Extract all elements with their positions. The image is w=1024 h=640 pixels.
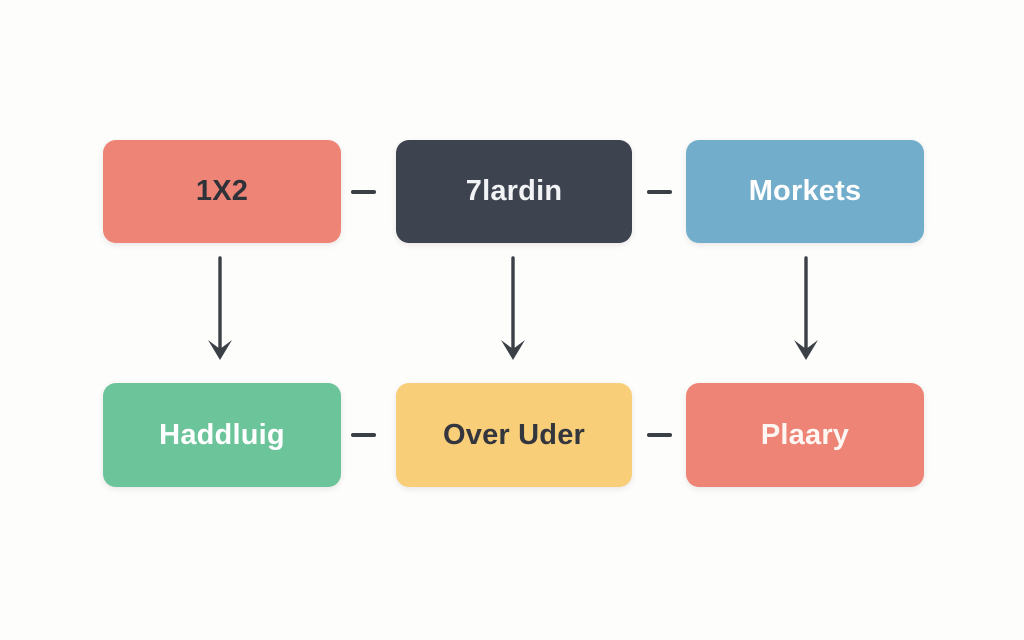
arrow-down-morkets-to-plaary: [786, 256, 826, 366]
node-label: 7lardin: [465, 175, 563, 207]
diagram-node-plaary[interactable]: Plaary: [686, 383, 924, 487]
diagram-node-haddluig[interactable]: Haddluig: [103, 383, 341, 487]
node-label: Over Uder: [442, 418, 586, 451]
arrow-down-7lardin-to-over-uder: [493, 256, 533, 366]
connector-1x2-7lardin: [351, 190, 376, 194]
diagram-node-7lardin[interactable]: 7lardin: [396, 140, 632, 243]
diagram-node-morkets[interactable]: Morkets: [686, 140, 924, 243]
node-label: Morkets: [748, 175, 862, 207]
node-label: 1X2: [195, 175, 249, 207]
node-label: Plaary: [760, 418, 850, 451]
diagram-node-over-uder[interactable]: Over Uder: [396, 383, 632, 487]
diagram-node-1x2[interactable]: 1X2: [103, 140, 341, 243]
connector-haddluig-over-uder: [351, 433, 376, 437]
connector-7lardin-morkets: [647, 190, 672, 194]
arrow-down-1x2-to-haddluig: [200, 256, 240, 366]
connector-over-uder-plaary: [647, 433, 672, 437]
node-label: Haddluig: [159, 418, 285, 451]
